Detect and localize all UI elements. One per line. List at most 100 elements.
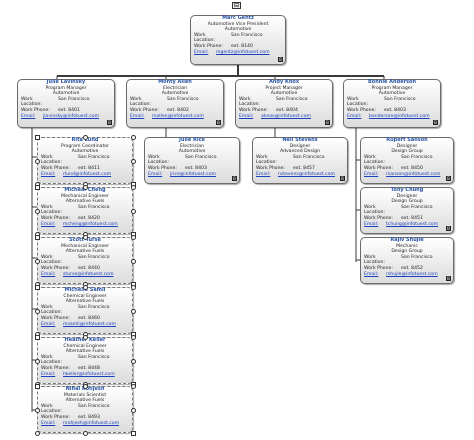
person-department: Automotive (52, 91, 80, 97)
email-row: Email:banderson@infotuest.com (344, 114, 440, 120)
location-value: San Francisco (401, 204, 433, 210)
person-department: Alternative Fuels (65, 398, 105, 404)
expand-badge-icon[interactable]: B (446, 226, 451, 231)
email-link[interactable]: mcheng@infotuest.com (63, 221, 118, 227)
email-row: Email:hkeller@infotuest.com (38, 372, 132, 378)
resize-handle[interactable] (35, 308, 40, 314)
resize-handle[interactable] (131, 185, 136, 190)
resize-handle[interactable] (35, 335, 40, 340)
resize-handle[interactable] (83, 431, 88, 436)
resize-handle[interactable] (131, 158, 136, 164)
resize-handle[interactable] (35, 384, 40, 389)
email-link[interactable]: nstevens@infotuest.com (278, 171, 335, 177)
resize-handle[interactable] (131, 308, 136, 314)
resize-handle[interactable] (83, 285, 88, 290)
expand-badge-icon[interactable]: B (325, 120, 330, 125)
resize-handle[interactable] (35, 158, 40, 164)
email-link[interactable]: nrohjesh@infotuest.com (63, 420, 120, 426)
resize-handle[interactable] (35, 407, 40, 413)
email-link[interactable]: banderson@infotuest.com (369, 113, 430, 119)
collapse-icon[interactable]: ⊟ (232, 2, 241, 9)
resize-handle[interactable] (35, 135, 40, 140)
expand-badge-icon[interactable]: B (340, 176, 345, 181)
resize-handle[interactable] (83, 235, 88, 240)
location-value: San Francisco (78, 204, 110, 210)
resize-handle[interactable] (83, 135, 88, 140)
resize-handle[interactable] (35, 208, 40, 214)
resize-handle[interactable] (131, 235, 136, 240)
email-link[interactable]: hkeller@infotuest.com (63, 371, 115, 377)
phone-row: Work Phone:ext. 8448 (38, 366, 132, 372)
email-row: Email:sturse@infotuest.com (38, 272, 132, 278)
email-link[interactable]: tchung@infotuest.com (386, 221, 439, 227)
email-link[interactable]: aknox@infotuest.com (261, 113, 311, 119)
expand-badge-icon[interactable]: B (433, 120, 438, 125)
phone-value: ext. 8451 (401, 215, 423, 221)
resize-handle[interactable] (131, 285, 136, 290)
resize-handle[interactable] (35, 258, 40, 264)
email-label: Email: (148, 171, 163, 177)
location-value: San Francisco (185, 154, 217, 160)
person-department: Advanced Design (279, 149, 320, 155)
resize-handle[interactable] (35, 358, 40, 364)
resize-handle[interactable] (131, 431, 136, 436)
phone-label: Work Phone: (41, 414, 70, 420)
resize-handle[interactable] (83, 335, 88, 340)
resize-handle[interactable] (35, 185, 40, 190)
location-label: Work Location: (21, 96, 42, 108)
resize-handle[interactable] (131, 407, 136, 413)
email-link[interactable]: rsanson@infotuest.com (386, 171, 441, 177)
resize-handle[interactable] (83, 384, 88, 389)
resize-handle[interactable] (35, 431, 40, 436)
location-value: San Francisco (78, 254, 110, 260)
expand-badge-icon[interactable]: B (232, 176, 237, 181)
email-link[interactable]: sturse@infotuest.com (63, 271, 114, 277)
phone-row: Work Phone:ext. 8493 (38, 415, 132, 421)
email-label: Email: (41, 171, 56, 177)
resize-handle[interactable] (131, 208, 136, 214)
resize-handle[interactable] (131, 335, 136, 340)
resize-handle[interactable] (131, 358, 136, 364)
email-link[interactable]: mgentz@infotuest.com (216, 49, 270, 55)
person-title: Program Manager (45, 85, 87, 91)
expand-badge-icon[interactable]: B (446, 276, 451, 281)
email-link[interactable]: rshujle@infotuest.com (386, 271, 438, 277)
resize-handle[interactable] (131, 384, 136, 389)
expand-badge-icon[interactable]: B (446, 176, 451, 181)
resize-handle[interactable] (35, 235, 40, 240)
expand-badge-icon[interactable]: B (107, 120, 112, 125)
expand-badge-icon[interactable]: B (216, 120, 221, 125)
email-label: Email: (194, 49, 209, 55)
email-link[interactable]: jrice@infotuest.com (170, 171, 217, 177)
email-link[interactable]: jlavinsky@infotuest.com (43, 113, 100, 119)
resize-handle[interactable] (83, 185, 88, 190)
phone-label: Work Phone: (194, 43, 223, 49)
phone-row: Work Phone:ext. 8403 (145, 166, 239, 172)
resize-handle[interactable] (131, 135, 136, 140)
expand-badge-icon[interactable]: B (278, 57, 283, 62)
resize-handle[interactable] (131, 258, 136, 264)
email-link[interactable]: rlund@infotuest.com (63, 171, 112, 177)
phone-label: Work Phone: (130, 107, 159, 113)
email-link[interactable]: mallen@infotuest.com (152, 113, 204, 119)
email-link[interactable]: msamli@infotuest.com (63, 321, 116, 327)
email-label: Email: (41, 420, 56, 426)
resize-handle[interactable] (35, 285, 40, 290)
